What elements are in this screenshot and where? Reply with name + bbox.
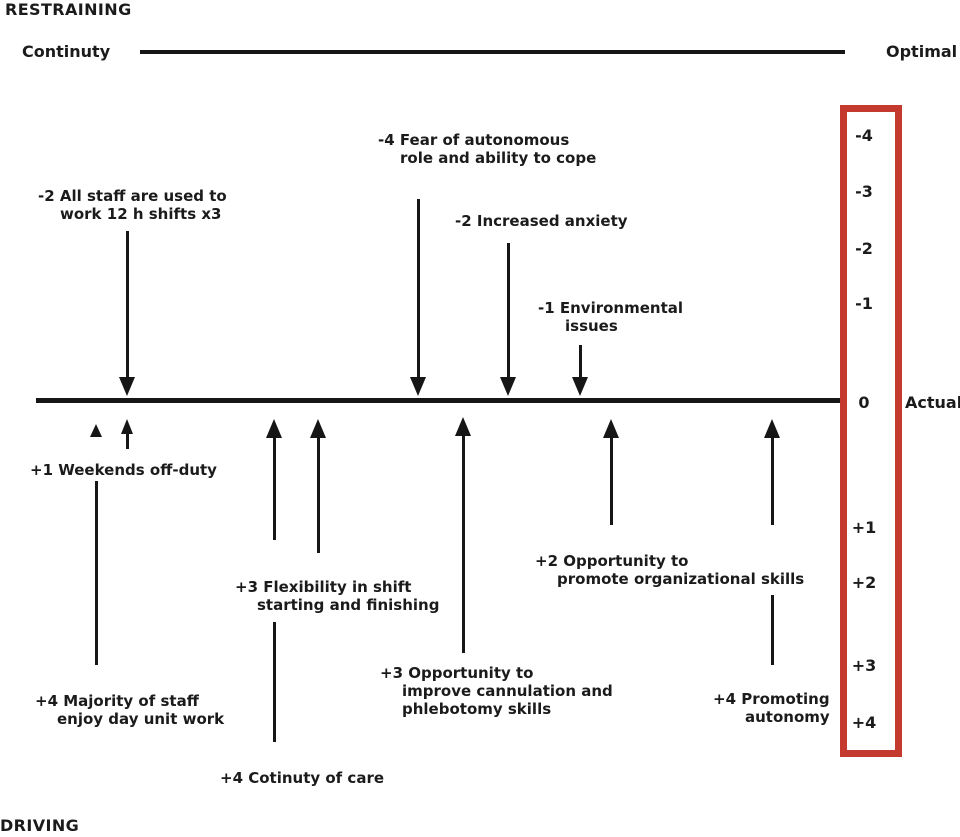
equilibrium-line <box>36 398 840 403</box>
force-continuity-of-care-label: +4 Cotinuty of care <box>220 769 385 787</box>
actual-scale-box <box>840 105 902 757</box>
force-weekends-off-duty-arrow-head-up-icon <box>120 419 133 434</box>
force-promoting-autonomy-arrow-head-up-icon <box>764 419 780 438</box>
optimal-axis-label: Optimal <box>886 42 958 61</box>
scale-tick-0: 0 <box>858 393 870 412</box>
force-increased-anxiety-arrow-head-down-icon <box>500 377 516 396</box>
actual-label: Actual <box>905 393 960 412</box>
force-increased-anxiety-label: -2 Increased anxiety <box>455 212 628 230</box>
force-promoting-autonomy-arrow-shaft-0 <box>771 438 774 525</box>
force-weekends-off-duty-arrow-shaft-0 <box>126 434 129 449</box>
force-all-staff-12h-shifts-arrow-shaft-0 <box>126 231 129 377</box>
driving-heading: DRIVING <box>0 816 80 835</box>
force-cannulation-phlebotomy-skills-arrow-head-up-icon <box>455 417 471 436</box>
scale-tick-+3: +3 <box>851 656 877 675</box>
force-majority-enjoy-day-unit-work-arrow-head-up-icon <box>89 424 102 437</box>
scale-tick-+2: +2 <box>851 573 877 592</box>
scale-tick--2: -2 <box>855 239 873 258</box>
restraining-heading: RESTRAINING <box>5 0 132 19</box>
scale-tick--1: -1 <box>855 294 873 313</box>
force-organizational-skills-arrow-shaft-0 <box>610 438 613 525</box>
force-increased-anxiety-arrow-shaft-0 <box>507 243 510 377</box>
force-weekends-off-duty-label: +1 Weekends off-duty <box>30 461 217 479</box>
force-cannulation-phlebotomy-skills-arrow-shaft-0 <box>462 436 465 653</box>
continuum-axis-line <box>140 50 845 54</box>
force-fear-of-autonomous-role-arrow-shaft-0 <box>417 199 420 377</box>
force-organizational-skills-arrow-head-up-icon <box>603 419 619 438</box>
force-environmental-issues-arrow-head-down-icon <box>572 377 588 396</box>
scale-tick-+4: +4 <box>851 713 877 732</box>
force-flexibility-in-shift-arrow-head-up-icon <box>310 419 326 438</box>
scale-tick-+1: +1 <box>851 518 877 537</box>
force-continuity-of-care-arrow-shaft-1 <box>273 622 276 742</box>
force-fear-of-autonomous-role-arrow-head-down-icon <box>410 377 426 396</box>
force-continuity-of-care-arrow-shaft-0 <box>273 438 276 540</box>
force-majority-enjoy-day-unit-work-arrow-shaft-0 <box>95 481 98 665</box>
continuity-axis-label: Continuty <box>22 42 111 61</box>
force-promoting-autonomy-arrow-shaft-1 <box>771 595 774 665</box>
force-all-staff-12h-shifts-arrow-head-down-icon <box>119 377 135 396</box>
force-flexibility-in-shift-arrow-shaft-0 <box>317 438 320 553</box>
scale-tick--4: -4 <box>855 126 873 145</box>
force-environmental-issues-arrow-shaft-0 <box>579 345 582 377</box>
scale-tick--3: -3 <box>855 182 873 201</box>
force-continuity-of-care-arrow-head-up-icon <box>266 419 282 438</box>
